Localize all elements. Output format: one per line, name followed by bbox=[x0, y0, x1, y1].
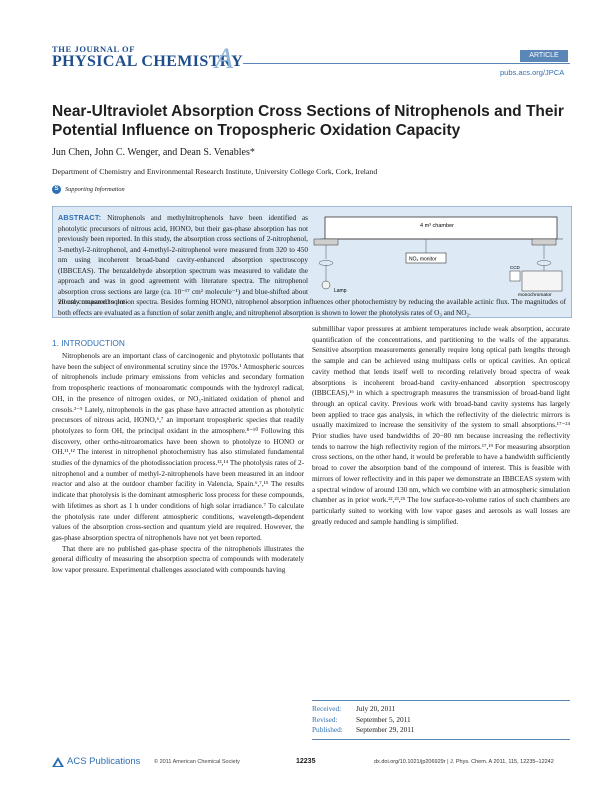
page-number: 12235 bbox=[296, 758, 316, 765]
date-label: Revised: bbox=[312, 714, 338, 724]
abstract-text-continued: viously measured solution spectra. Besid… bbox=[58, 298, 566, 317]
supporting-info-icon: S bbox=[52, 185, 61, 194]
doi-citation[interactable]: dx.doi.org/10.1021/jp206929r | J. Phys. … bbox=[374, 759, 554, 765]
ccd-box bbox=[509, 270, 521, 282]
journal-logo-main: PHYSICAL CHEMISTRY bbox=[52, 53, 244, 70]
abstract-text: ABSTRACT: Nitrophenols and methylnitroph… bbox=[58, 213, 308, 308]
header-rule bbox=[243, 63, 570, 64]
article-title: Near-Ultraviolet Absorption Cross Sectio… bbox=[52, 103, 564, 139]
supporting-information-label: Supporting Information bbox=[65, 186, 125, 193]
acs-publications-label: ACS Publications bbox=[67, 756, 141, 767]
abstract-body: Nitrophenols and methylnitrophenols have… bbox=[58, 214, 308, 306]
intro-paragraph-1: Nitrophenols are an important class of c… bbox=[52, 352, 304, 542]
mirror-mount-right bbox=[531, 238, 557, 246]
journal-logo: THE JOURNAL OF PHYSICAL CHEMISTRY A bbox=[52, 42, 252, 80]
copyright-notice: © 2011 American Chemical Society bbox=[154, 759, 240, 765]
lens-right bbox=[536, 260, 552, 266]
date-value: July 20, 2011 bbox=[356, 704, 396, 713]
lens-left bbox=[318, 260, 334, 266]
article-badge: ARTICLE bbox=[520, 50, 568, 62]
section-heading-introduction: 1. INTRODUCTION bbox=[52, 338, 125, 348]
dates-rule-bottom bbox=[312, 738, 570, 740]
lamp-icon bbox=[321, 280, 331, 290]
journal-logo-letter: A bbox=[215, 42, 234, 75]
mirror-mount-left bbox=[313, 238, 339, 246]
dates-rule-top bbox=[312, 700, 570, 701]
chamber-label: 4 m³ chamber bbox=[420, 223, 454, 229]
acs-logo-icon bbox=[52, 756, 64, 767]
page-footer: ACS Publications © 2011 American Chemica… bbox=[52, 756, 572, 770]
affiliation: Department of Chemistry and Environmenta… bbox=[52, 167, 378, 176]
supporting-information-link[interactable]: S Supporting Information bbox=[52, 185, 125, 194]
monochromator-box bbox=[521, 270, 563, 292]
lamp-label: Lamp bbox=[334, 288, 347, 294]
acs-publications-logo[interactable]: ACS Publications bbox=[52, 756, 140, 767]
date-label: Published: bbox=[312, 725, 343, 734]
authors: Jun Chen, John C. Wenger, and Dean S. Ve… bbox=[52, 147, 255, 158]
intro-paragraph-2: That there are no published gas-phase sp… bbox=[52, 544, 304, 575]
intro-paragraph-3: submillibar vapor pressures at ambient t… bbox=[312, 325, 570, 526]
article-dates: Received: July 20, 2011 Revised: Septemb… bbox=[312, 700, 570, 740]
date-row-received: Received: July 20, 2011 bbox=[312, 704, 570, 715]
date-row-published: Published: September 29, 2011 bbox=[312, 725, 570, 736]
monochromator-label: monochromator bbox=[518, 292, 552, 297]
journal-url[interactable]: pubs.acs.org/JPCA bbox=[500, 68, 565, 77]
date-row-revised: Revised: September 5, 2011 bbox=[312, 715, 570, 726]
left-column: Nitrophenols are an important class of c… bbox=[52, 351, 304, 576]
date-label: Received: bbox=[312, 704, 342, 713]
right-column: submillibar vapor pressures at ambient t… bbox=[312, 324, 570, 527]
no2-monitor-label: NO₂ monitor bbox=[409, 257, 437, 263]
journal-logo-top: THE JOURNAL OF bbox=[52, 44, 136, 54]
date-value: September 29, 2011 bbox=[356, 725, 415, 734]
ccd-label: CCD bbox=[510, 265, 520, 270]
abstract-label: ABSTRACT: bbox=[58, 213, 102, 222]
date-value: September 5, 2011 bbox=[356, 714, 411, 724]
toc-figure: 4 m³ chamber NO₂ monitor Lamp CCD monoch… bbox=[313, 216, 563, 297]
